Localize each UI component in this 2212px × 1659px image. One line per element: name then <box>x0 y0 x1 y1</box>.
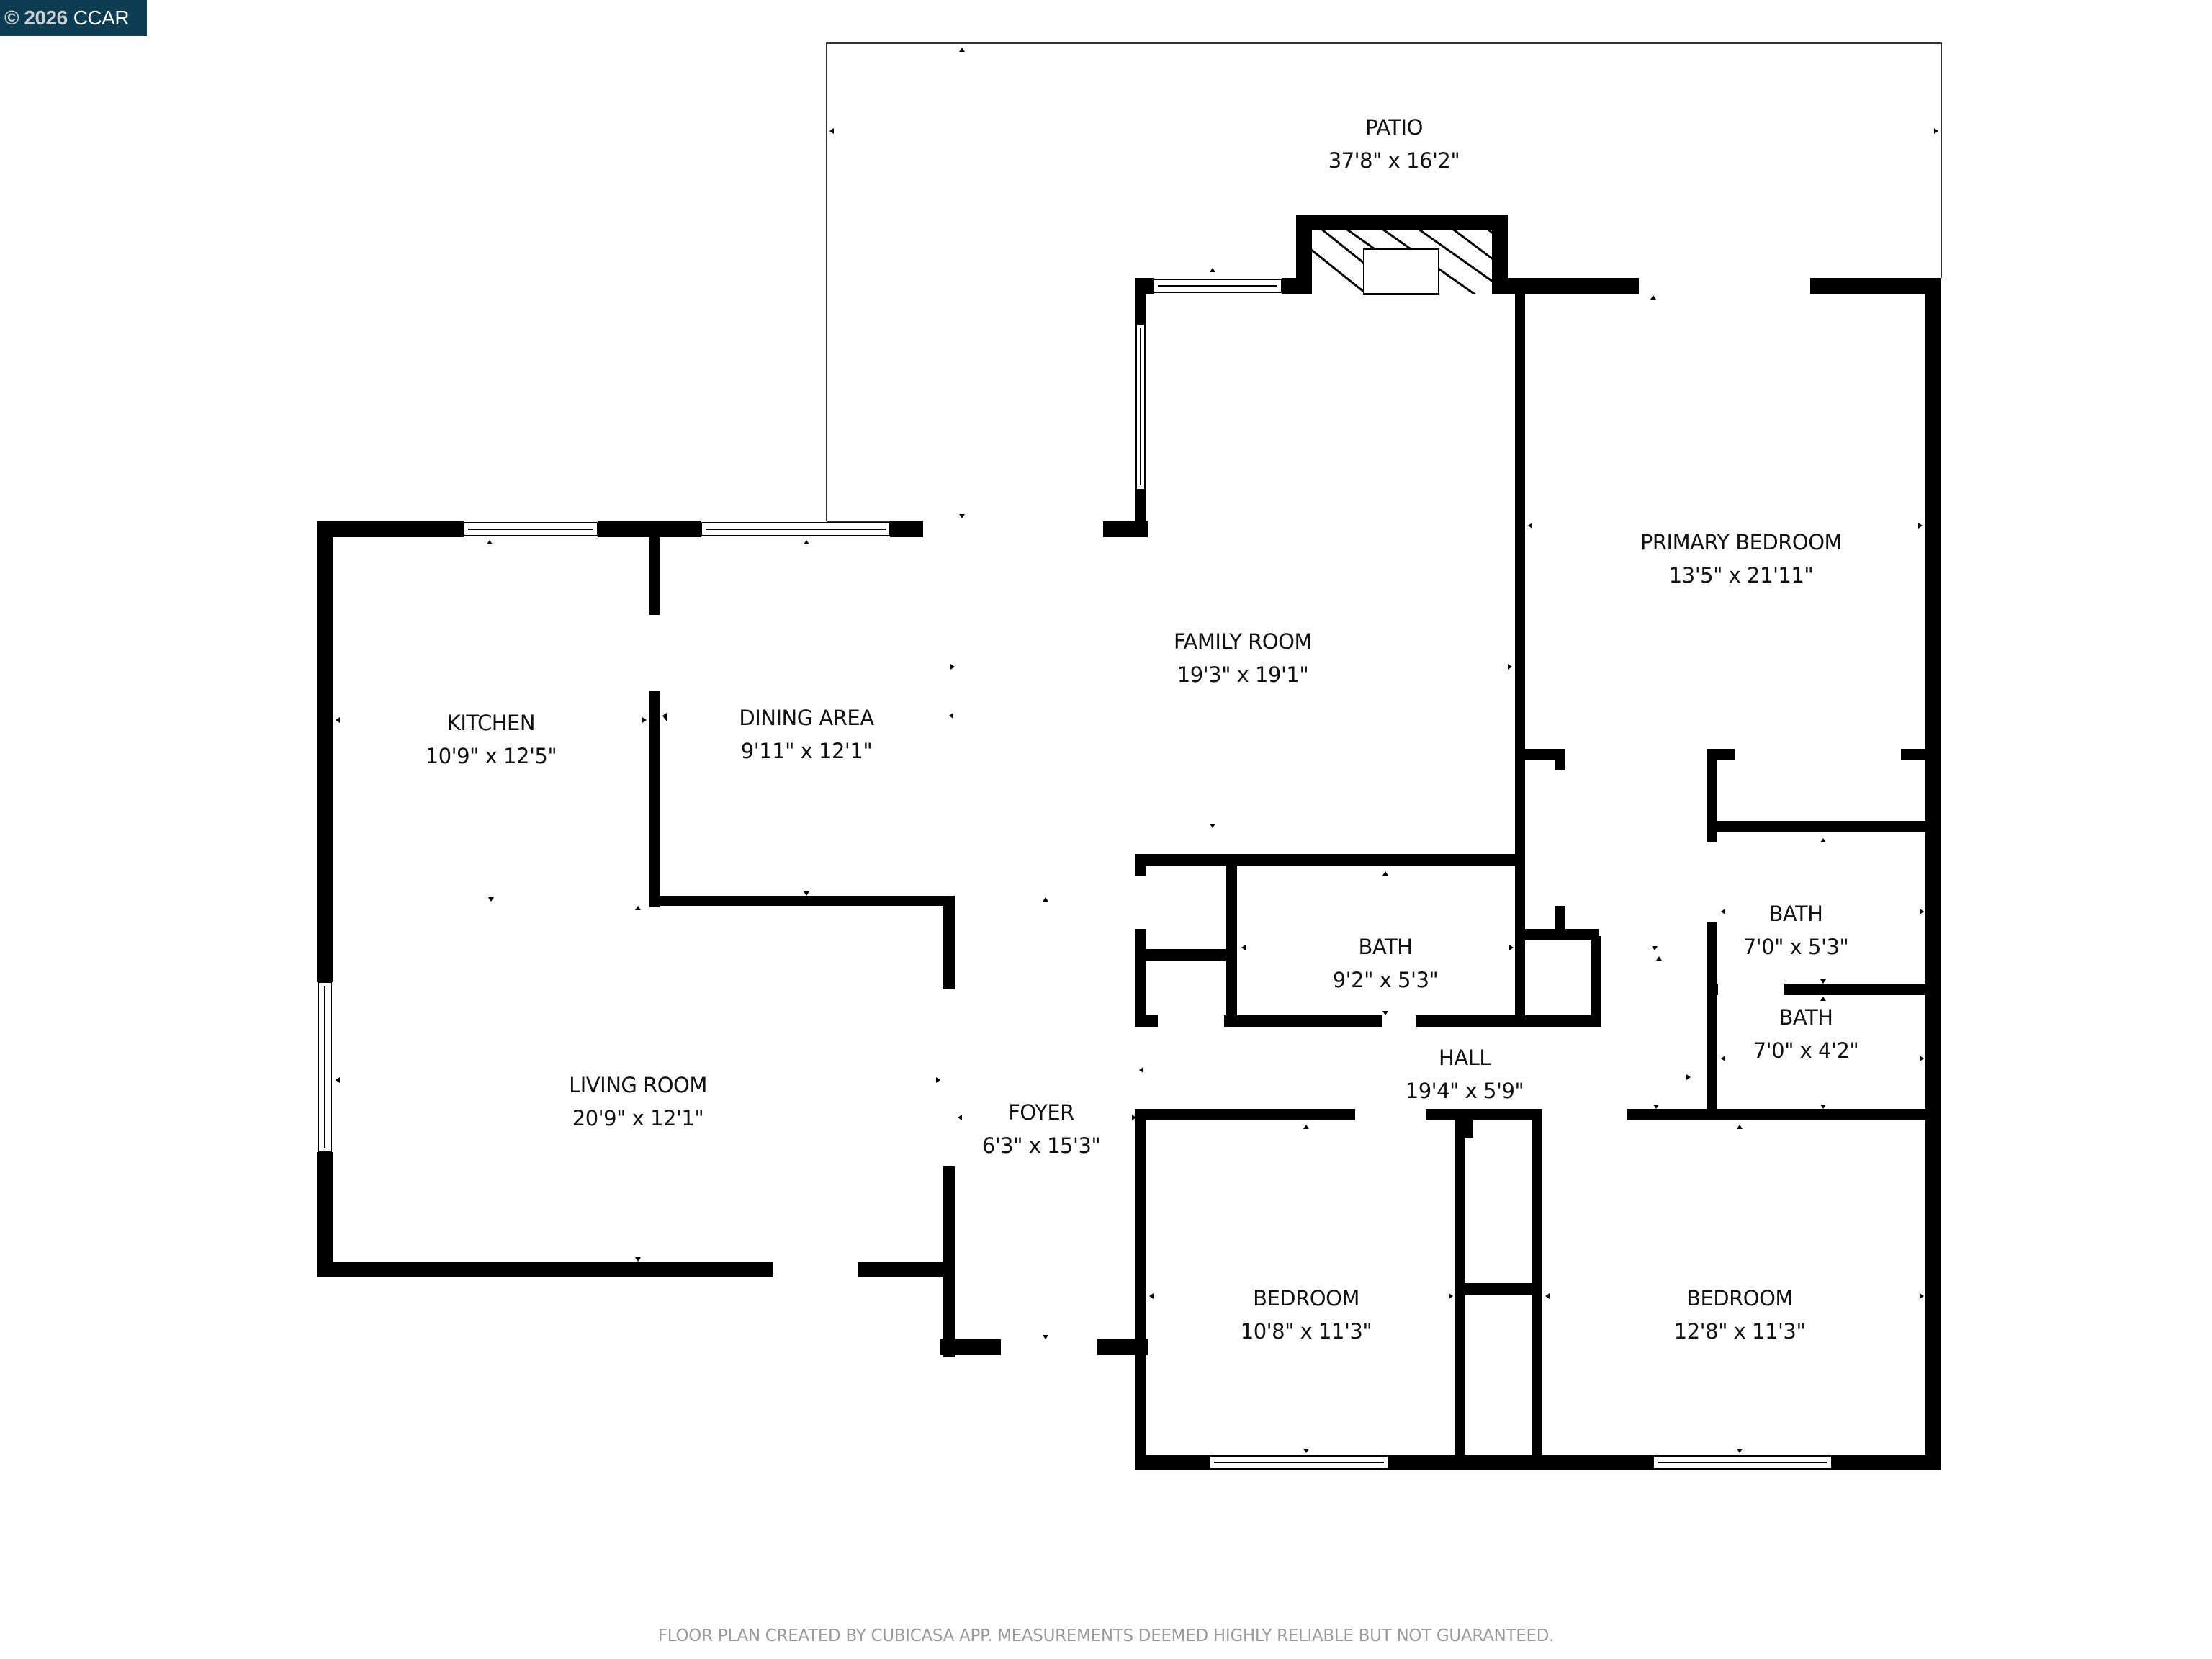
dimension-markers <box>336 48 1938 1453</box>
room-name: HALL <box>1439 1046 1491 1070</box>
room-label-primary-bedroom: PRIMARY BEDROOM 13'5" x 21'11" <box>1640 526 1843 592</box>
room-name: LIVING ROOM <box>569 1073 707 1097</box>
fireplace <box>1312 230 1492 295</box>
room-label-bath-hall: BATH 9'2" x 5'3" <box>1333 930 1439 997</box>
room-dimensions: 12'8" x 11'3" <box>1673 1319 1806 1344</box>
room-name: BEDROOM <box>1253 1286 1359 1310</box>
room-dimensions: 9'11" x 12'1" <box>740 739 873 763</box>
room-label-bath-primary-1: BATH 7'0" x 5'3" <box>1743 897 1849 963</box>
room-name: PRIMARY BEDROOM <box>1640 530 1843 554</box>
room-label-bath-primary-2: BATH 7'0" x 4'2" <box>1753 1001 1859 1067</box>
room-dimensions: 10'8" x 11'3" <box>1240 1319 1372 1344</box>
room-name: BATH <box>1768 902 1823 926</box>
room-dimensions: 7'0" x 5'3" <box>1743 935 1849 959</box>
copyright-watermark: © 2026 CCAR <box>0 0 147 36</box>
room-name: FOYER <box>1008 1100 1074 1125</box>
room-name: FAMILY ROOM <box>1174 629 1313 654</box>
room-name: PATIO <box>1365 115 1423 140</box>
room-dimensions: 6'3" x 15'3" <box>981 1133 1101 1158</box>
room-label-bedroom-3: BEDROOM 12'8" x 11'3" <box>1673 1282 1806 1348</box>
room-dimensions: 13'5" x 21'11" <box>1668 563 1814 588</box>
room-label-kitchen: KITCHEN 10'9" x 12'5" <box>426 706 557 773</box>
room-name: BEDROOM <box>1686 1286 1793 1310</box>
copyright-year: © 2026 <box>4 6 68 29</box>
disclaimer-text: FLOOR PLAN CREATED BY CUBICASA APP. MEAS… <box>657 1627 1555 1645</box>
room-label-family-room: FAMILY ROOM 19'3" x 19'1" <box>1174 625 1313 691</box>
room-dimensions: 19'4" x 5'9" <box>1405 1079 1524 1103</box>
room-dimensions: 19'3" x 19'1" <box>1177 662 1309 687</box>
room-dimensions: 7'0" x 4'2" <box>1753 1038 1859 1063</box>
room-label-foyer: FOYER 6'3" x 15'3" <box>981 1096 1101 1162</box>
room-dimensions: 37'8" x 16'2" <box>1328 148 1460 173</box>
room-label-living-room: LIVING ROOM 20'9" x 12'1" <box>569 1069 707 1135</box>
room-name: KITCHEN <box>446 711 536 735</box>
room-dimensions: 10'9" x 12'5" <box>425 744 557 768</box>
windows <box>318 279 1833 1470</box>
room-name: BATH <box>1779 1005 1833 1030</box>
copyright-org: CCAR <box>73 6 130 29</box>
room-label-bedroom-2: BEDROOM 10'8" x 11'3" <box>1241 1282 1372 1348</box>
room-dimensions: 20'9" x 12'1" <box>572 1106 704 1130</box>
room-label-patio: PATIO 37'8" x 16'2" <box>1328 111 1460 177</box>
room-label-dining-area: DINING AREA 9'11" x 12'1" <box>739 701 874 768</box>
room-dimensions: 9'2" x 5'3" <box>1332 968 1439 992</box>
room-name: DINING AREA <box>739 706 874 730</box>
room-name: BATH <box>1358 935 1413 959</box>
room-label-hall: HALL 19'4" x 5'9" <box>1406 1041 1524 1107</box>
